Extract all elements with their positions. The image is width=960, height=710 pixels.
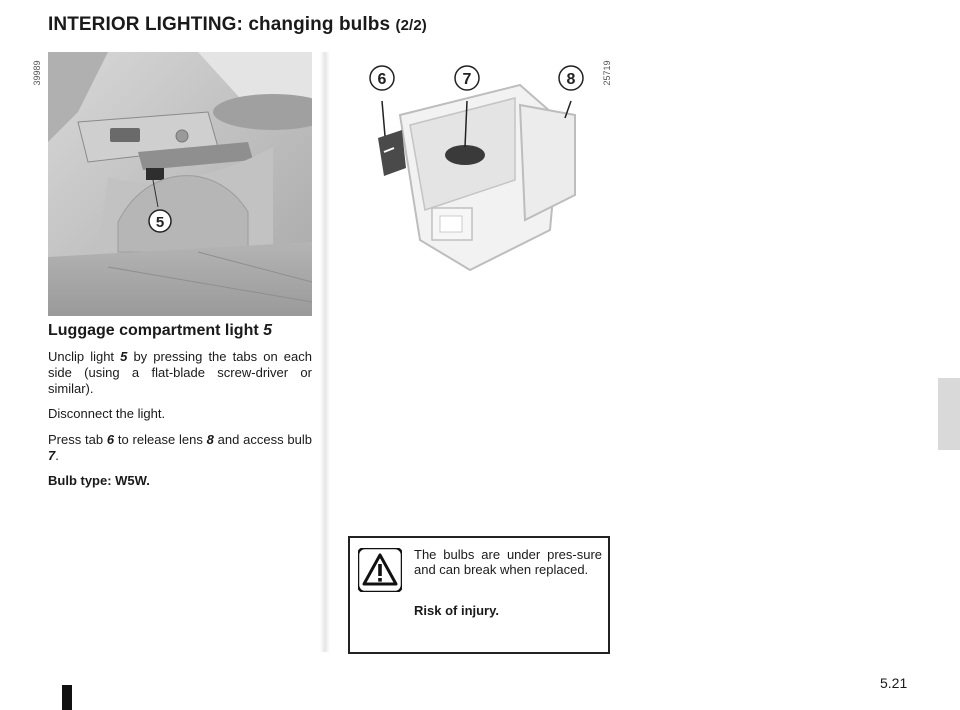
warning-text: The bulbs are under pres-sure and can br… bbox=[414, 547, 602, 577]
page-title: INTERIOR LIGHTING: changing bulbs (2/2) bbox=[48, 14, 427, 36]
instruction-press-c: and access bulb bbox=[217, 432, 312, 447]
corner-mark bbox=[62, 685, 72, 710]
luggage-compartment-photo: 5 bbox=[48, 52, 312, 316]
page-title-text: INTERIOR LIGHTING: changing bulbs bbox=[48, 14, 391, 35]
instruction-press-b: to release lens bbox=[117, 432, 203, 447]
callout-6: 6 bbox=[378, 71, 387, 88]
page-number: 5.21 bbox=[880, 675, 908, 691]
instruction-press-ref-7: 7 bbox=[48, 448, 56, 463]
instruction-unclip-ref: 5 bbox=[120, 349, 128, 364]
instruction-press-ref-8: 8 bbox=[206, 432, 214, 447]
instruction-press-ref-6: 6 bbox=[106, 432, 115, 447]
instruction-unclip: Unclip light 5 by pressing the tabs on e… bbox=[48, 349, 312, 397]
warning-box bbox=[348, 536, 610, 654]
luggage-compartment-illustration: 5 bbox=[48, 52, 312, 316]
drawing-reference-number: 25719 bbox=[600, 55, 614, 95]
section-heading: Luggage compartment light 5 bbox=[48, 322, 272, 340]
instruction-press-tab: Press tab 6 to release lens 8 and access… bbox=[48, 432, 312, 464]
callout-7: 7 bbox=[463, 71, 472, 88]
instruction-unclip-b: by pressing the tabs on each side (using… bbox=[48, 349, 312, 396]
page-title-suffix: (2/2) bbox=[395, 17, 427, 34]
warning-risk: Risk of injury. bbox=[414, 603, 499, 618]
section-side-tab bbox=[938, 378, 960, 450]
instruction-press-d: . bbox=[55, 448, 59, 463]
light-unit-drawing: 6 7 8 bbox=[369, 65, 584, 272]
drawing-reference-number-text: 25719 bbox=[602, 60, 612, 86]
instruction-press-a: Press tab bbox=[48, 432, 104, 447]
section-heading-text: Luggage compartment light bbox=[48, 322, 259, 339]
warning-triangle-icon bbox=[358, 548, 402, 592]
instruction-unclip-a: Unclip light bbox=[48, 349, 115, 364]
photo-reference-number-text: 39989 bbox=[32, 60, 42, 86]
section-heading-ref: 5 bbox=[263, 322, 273, 339]
bulb-type: Bulb type: W5W. bbox=[48, 473, 150, 488]
photo-reference-number: 39989 bbox=[30, 55, 44, 95]
callout-8: 8 bbox=[567, 71, 576, 88]
instruction-disconnect: Disconnect the light. bbox=[48, 406, 166, 421]
callout-5: 5 bbox=[156, 214, 164, 231]
column-divider bbox=[320, 52, 330, 652]
